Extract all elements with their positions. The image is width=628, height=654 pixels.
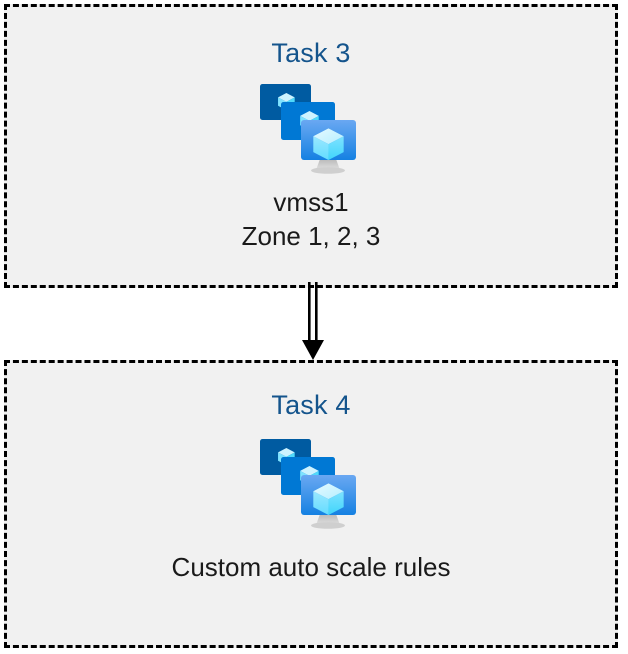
task-3-caption-line-2: Zone 1, 2, 3 <box>241 220 381 251</box>
vm-scale-set-icon <box>257 435 365 533</box>
task-4-title: Task 4 <box>271 390 351 420</box>
monitor-stand-shape <box>311 514 345 530</box>
monitor-stand-shape <box>311 159 345 175</box>
double-line-arrow-icon <box>296 282 332 364</box>
task-box-content: Task 3 <box>7 7 615 285</box>
task-3-title: Task 3 <box>271 38 351 68</box>
task-box-task-3[interactable]: Task 3 <box>4 4 618 288</box>
task-box-content: Task 4 <box>7 363 615 645</box>
task-4-caption-line-1: Custom auto scale rules <box>171 552 451 583</box>
task-box-task-4[interactable]: Task 4 <box>4 360 618 648</box>
task-3-caption: vmss1 Zone 1, 2, 3 <box>242 186 381 253</box>
monitor-front-shape <box>301 120 356 161</box>
monitor-front-shape <box>301 475 356 516</box>
vm-scale-set-icon <box>257 80 365 178</box>
task-4-caption: Custom auto scale rules <box>172 551 451 584</box>
task-3-caption-line-1: vmss1 <box>273 187 349 218</box>
